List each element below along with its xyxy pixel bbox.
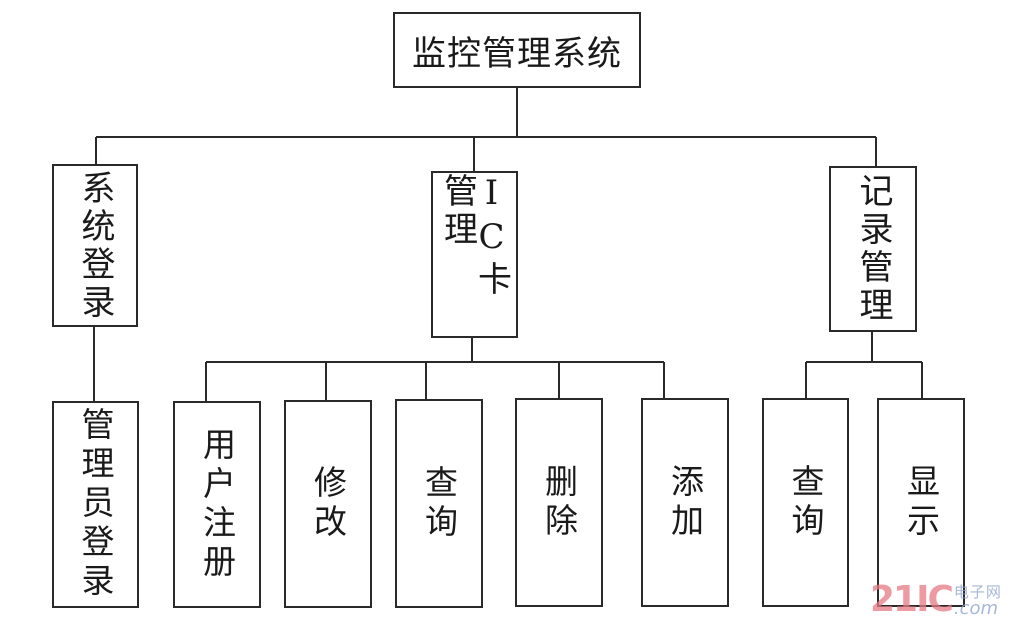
leaf-node-label: 查询 [786, 463, 825, 542]
leaf-node-label: 添加 [665, 463, 705, 542]
leaf-node-label: 管理员登录 [76, 407, 115, 602]
watermark-brand-number: 21IC [870, 579, 954, 620]
watermark-brand-text: 电子网 .com [954, 585, 1002, 618]
leaf-node-label: 删除 [539, 463, 579, 542]
leaf-node-label: 用户注册 [197, 426, 237, 583]
leaf-node-label: 修改 [308, 465, 348, 543]
root-node-label: 监控管理系统 [412, 33, 622, 74]
leaf-node-label: 显示 [901, 463, 941, 542]
branch-node-label: 记录管理 [853, 173, 893, 325]
watermark-brand-domain: .com [953, 598, 999, 619]
leaf-node-query: 查询 [395, 399, 483, 608]
branch-node-system-login: 系统登录 [52, 164, 138, 327]
leaf-node-delete: 删除 [515, 398, 603, 607]
branch-node-label: 系统登录 [75, 169, 115, 322]
watermark-brand-cn: 电子网 [953, 583, 1002, 601]
leaf-node-display: 显示 [877, 398, 965, 607]
root-node: 监控管理系统 [393, 12, 641, 88]
branch-node-ic-card-management: IC卡管理 [431, 171, 518, 338]
branch-node-record-management: 记录管理 [829, 166, 917, 332]
branch-node-label: IC卡管理 [437, 173, 512, 299]
leaf-node-admin-login: 管理员登录 [52, 401, 139, 608]
leaf-node-record-query: 查询 [762, 398, 849, 607]
leaf-node-modify: 修改 [284, 400, 372, 608]
leaf-node-user-register: 用户注册 [173, 401, 261, 608]
watermark-logo: 21IC 电子网 .com [870, 582, 1002, 618]
leaf-node-label: 查询 [419, 464, 459, 543]
leaf-node-add: 添加 [641, 398, 729, 607]
